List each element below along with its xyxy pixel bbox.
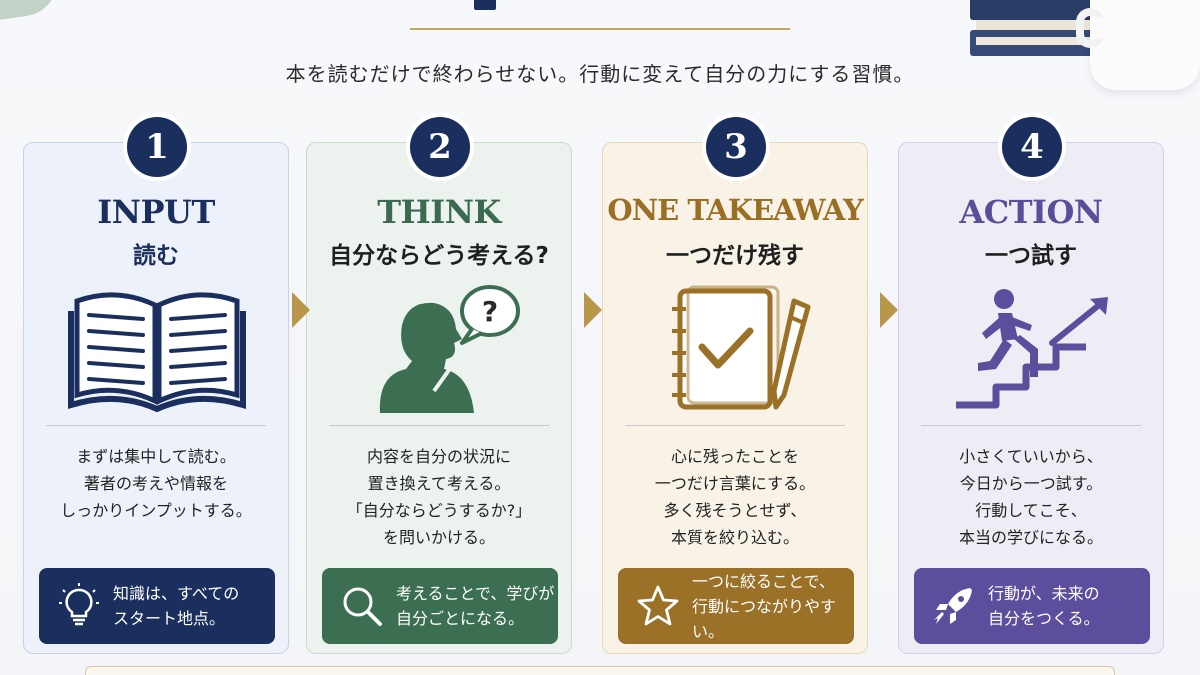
- divider: [625, 425, 845, 426]
- star-icon: [637, 585, 679, 626]
- leaf-decoration: [0, 0, 63, 21]
- divider: [921, 425, 1141, 426]
- step-tip-box: 行動が、未来の 自分をつくる。: [914, 568, 1150, 644]
- step-tip-box: 一つに絞ることで、 行動につながりやすい。: [618, 568, 854, 644]
- step-title-en: INPUT: [97, 193, 215, 231]
- step-number: 3: [706, 117, 766, 177]
- tip-text: 行動が、未来の 自分をつくる。: [988, 584, 1100, 628]
- arrow-right-icon: [584, 292, 602, 328]
- arrow-right-icon: [292, 292, 310, 328]
- step-title-en: THINK: [377, 193, 501, 231]
- step-title-en: ACTION: [959, 193, 1103, 231]
- step-card-one-takeaway: 3 ONE TAKEAWAY 一つだけ残す 心に残ったことを 一つだけ言葉にする…: [602, 117, 868, 654]
- step-title-jp: 一つだけ残す: [666, 243, 804, 269]
- tip-text: 一つに絞ることで、 行動につながりやすい。: [692, 571, 837, 641]
- climbing-stairs-icon: [956, 289, 1108, 409]
- step-card-input: 1 INPUT 読む まずは集中して読む。 著者の考えや情報を しっかりインプッ…: [23, 117, 289, 654]
- tip-text: 考えることで、学びが 自分ごとになる。: [396, 584, 555, 628]
- step-title-jp: 読む: [133, 243, 179, 269]
- divider: [46, 425, 266, 426]
- magnifier-icon: [343, 587, 382, 626]
- step-description: まずは集中して読む。 著者の考えや情報を しっかりインプットする。: [60, 447, 252, 520]
- step-number: 1: [127, 117, 187, 177]
- svg-text:?: ?: [482, 295, 498, 328]
- coffee-mug-decoration: [1090, 0, 1200, 90]
- tip-text: 知識は、すべての スタート地点。: [113, 584, 240, 628]
- arrow-right-icon: [880, 292, 898, 328]
- title-mark: [474, 0, 496, 10]
- step-description: 心に残ったことを 一つだけ言葉にする。 多く残そうとせず、 本質を絞り込む。: [654, 447, 816, 547]
- step-tip-box: 知識は、すべての スタート地点。: [39, 568, 275, 644]
- rocket-icon: [934, 588, 972, 624]
- thinking-person-icon: ?: [379, 285, 520, 413]
- step-number: 2: [410, 117, 470, 177]
- step-card-action: 4 ACTION 一つ試す 小さくていいから、 今日から一つ試す。 行動してこそ…: [898, 117, 1164, 654]
- bottom-panel-edge: [85, 666, 1115, 675]
- step-description: 小さくていいから、 今日から一つ試す。 行動してこそ、 本当の学びになる。: [958, 447, 1103, 547]
- notebook-pen-icon: [672, 285, 811, 410]
- step-number: 4: [1002, 117, 1062, 177]
- step-title-jp: 一つ試す: [985, 243, 1077, 269]
- mug-handle: [1076, 8, 1104, 48]
- open-book-icon: [68, 292, 246, 413]
- title-underline: [410, 28, 790, 30]
- step-title-jp: 自分ならどう考える?: [329, 243, 549, 269]
- lightbulb-icon: [59, 583, 99, 626]
- subtitle: 本を読むだけで終わらせない。行動に変えて自分の力にする習慣。: [285, 62, 915, 86]
- step-title-en: ONE TAKEAWAY: [607, 193, 863, 227]
- step-card-think: 2 THINK 自分ならどう考える? ? 内容を自分の状況に 置き換えて考える。…: [306, 117, 572, 654]
- step-tip-box: 考えることで、学びが 自分ごとになる。: [322, 568, 558, 644]
- divider: [329, 425, 549, 426]
- step-description: 内容を自分の状況に 置き換えて考える。 「自分ならどうするか?」 を問いかける。: [346, 447, 532, 547]
